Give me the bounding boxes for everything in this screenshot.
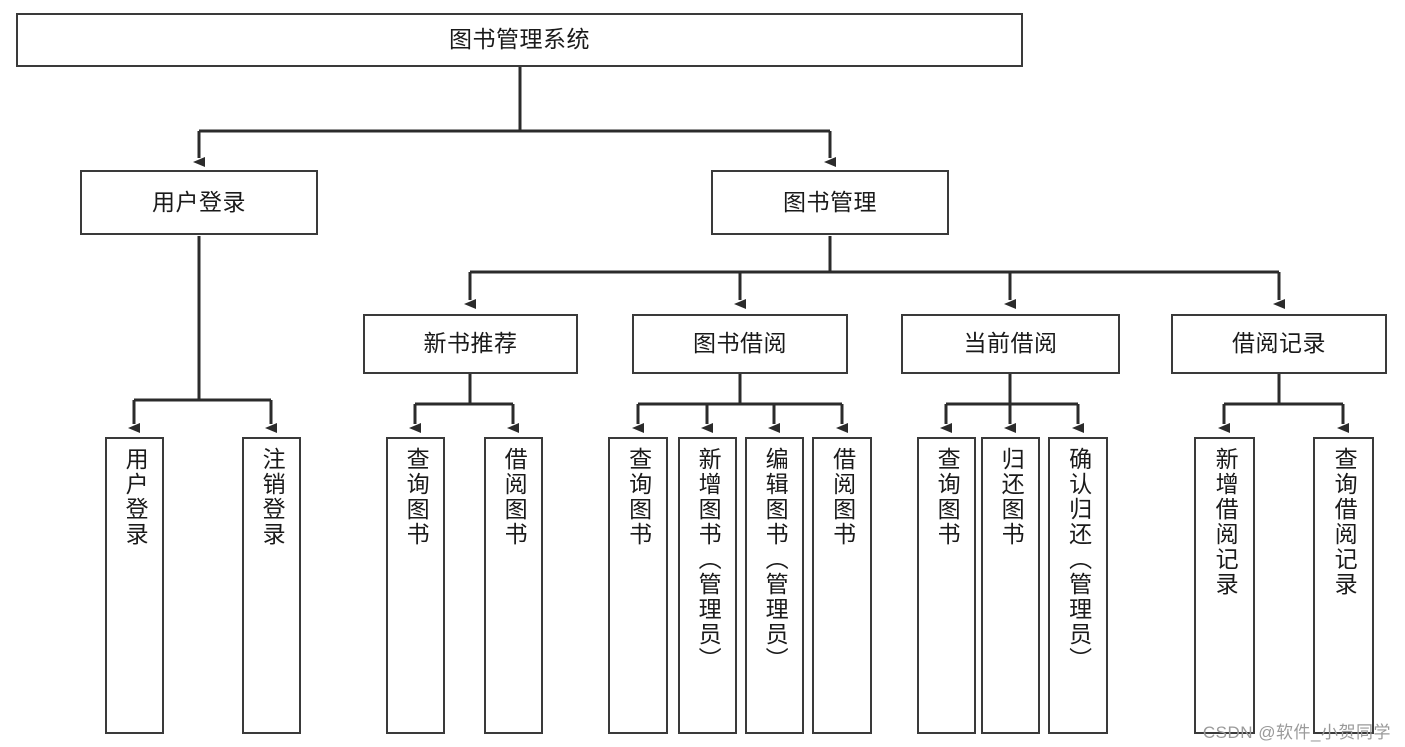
node-label: 借阅记录 — [1232, 330, 1326, 357]
node-label: 当前借阅 — [963, 330, 1058, 357]
node-label: 新书推荐 — [423, 330, 518, 357]
csdn-watermark: CSDN @软件_小贺同学 — [1202, 723, 1391, 742]
node-borrow-record[interactable]: 借阅记录 — [1171, 314, 1387, 374]
node-leaf-borrow-book-borrow[interactable]: 借阅图书 — [812, 437, 872, 734]
node-book-borrow[interactable]: 图书借阅 — [632, 314, 848, 374]
node-leaf-return-book[interactable]: 归还图书 — [981, 437, 1040, 734]
node-label: 图书管理系统 — [449, 26, 590, 53]
node-label: 用户登录 — [122, 447, 149, 547]
node-book-management[interactable]: 图书管理 — [711, 170, 949, 235]
node-label: 借阅图书 — [829, 447, 856, 547]
node-root-book-management-system[interactable]: 图书管理系统 — [16, 13, 1023, 67]
node-label: 确认归还（管理员） — [1065, 447, 1092, 672]
node-leaf-edit-book[interactable]: 编辑图书（管理员） — [745, 437, 804, 734]
node-current-borrow[interactable]: 当前借阅 — [901, 314, 1120, 374]
node-label: 图书管理 — [783, 188, 877, 215]
node-label: 新增借阅记录 — [1212, 447, 1239, 597]
node-leaf-confirm-return[interactable]: 确认归还（管理员） — [1048, 437, 1108, 734]
node-label: 编辑图书（管理员） — [762, 447, 789, 672]
node-leaf-add-borrow-record[interactable]: 新增借阅记录 — [1194, 437, 1255, 734]
node-label: 查询图书 — [625, 447, 652, 547]
node-new-book-recommend[interactable]: 新书推荐 — [363, 314, 578, 374]
node-leaf-borrow-book-new-recommend[interactable]: 借阅图书 — [484, 437, 543, 734]
node-leaf-add-book[interactable]: 新增图书（管理员） — [678, 437, 737, 734]
node-label: 新增图书（管理员） — [695, 447, 722, 672]
node-label: 用户登录 — [152, 188, 246, 215]
node-label: 图书借阅 — [693, 330, 787, 357]
node-label: 查询图书 — [403, 447, 430, 547]
node-label: 借阅图书 — [501, 447, 528, 547]
node-leaf-query-book-current[interactable]: 查询图书 — [917, 437, 976, 734]
node-leaf-query-book-new-recommend[interactable]: 查询图书 — [386, 437, 445, 734]
node-leaf-query-book-borrow[interactable]: 查询图书 — [608, 437, 668, 734]
node-leaf-query-borrow-record[interactable]: 查询借阅记录 — [1313, 437, 1374, 734]
node-leaf-user-login[interactable]: 用户登录 — [105, 437, 164, 734]
node-label: 归还图书 — [998, 447, 1025, 547]
node-user-login[interactable]: 用户登录 — [80, 170, 318, 235]
node-leaf-logout-login[interactable]: 注销登录 — [242, 437, 301, 734]
node-label: 注销登录 — [259, 447, 286, 547]
node-label: 查询图书 — [934, 447, 961, 547]
node-label: 查询借阅记录 — [1331, 447, 1358, 597]
